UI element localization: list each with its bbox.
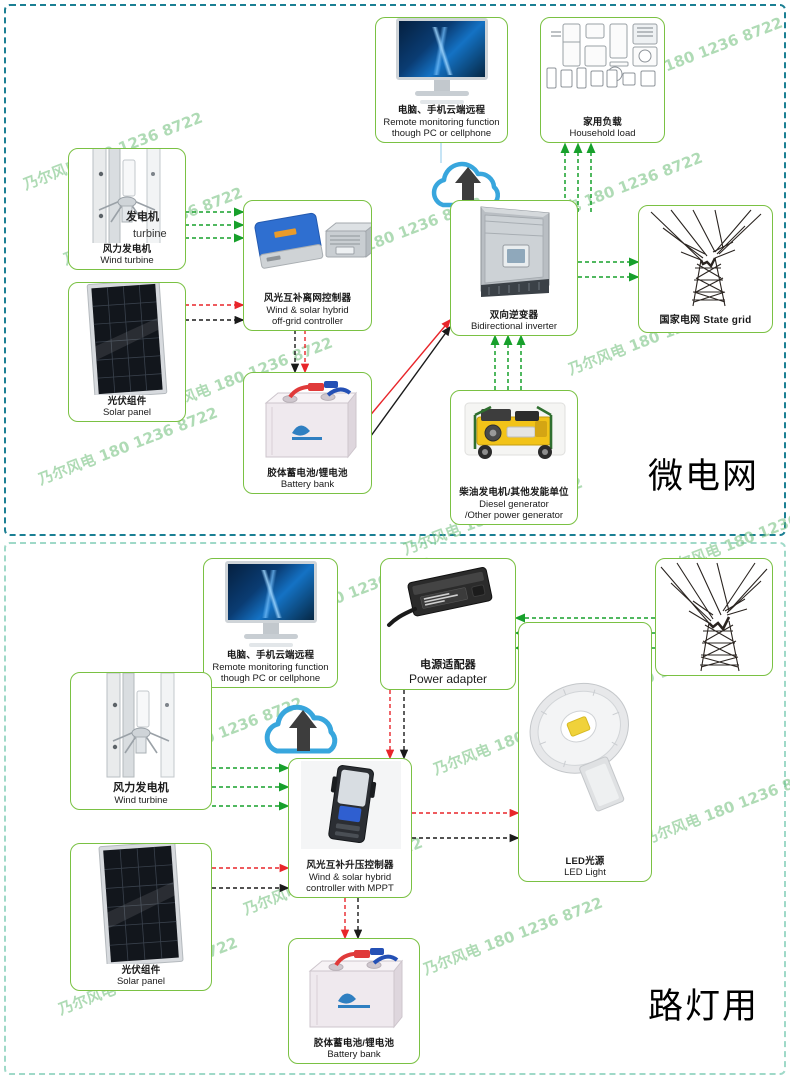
caption-en: Solar panel [102,406,152,418]
caption-cn: 风光互补离网控制器 [263,293,352,305]
caption-en: Household load [569,127,636,139]
caption-cn: 胶体蓄电池/锂电池 [313,1037,395,1049]
node-caption: 电脑、手机云端远程 Remote monitoring function tho… [204,649,337,687]
caption-cn: 光伏组件 [121,964,161,976]
caption-en-2: controller with MPPT [306,882,394,894]
diesel-generator-icon [451,391,577,486]
home-appliances-icon [541,18,664,116]
node-solar-panel-top[interactable]: 光伏组件 Solar panel [68,282,186,422]
node-caption: 胶体蓄电池/锂电池 Battery bank [289,1037,419,1063]
node-caption: 光伏组件 Solar panel [69,395,185,421]
node-caption: 双向逆变器 Bidirectional inverter [451,309,577,335]
node-caption: 电脑、手机云端远程 Remote monitoring function tho… [376,104,507,142]
node-caption: 风力发电机 Wind turbine [69,243,185,269]
solar-panel-icon [69,283,185,395]
transmission-tower-icon [656,559,772,675]
hybrid-controller-icon [244,201,371,292]
caption-cn: 电脑、手机云端远程 [226,650,315,662]
mppt-controller-icon [289,759,411,859]
caption-en-2: though PC or cellphone [391,127,492,139]
caption-en-2: /Other power generator [464,509,564,521]
caption-en-1: Wind & solar hybrid [308,871,392,883]
node-caption: 风力发电机 Wind turbine [71,781,211,809]
vertical-axis-wind-turbine-icon [69,149,185,243]
node-caption: 胶体蓄电池/锂电池 Battery bank [244,467,371,493]
node-solar-panel-bottom[interactable]: 光伏组件 Solar panel [70,843,212,991]
solar-panel-icon [71,844,211,964]
caption-en: Power adapter [408,671,488,686]
caption-en: Battery bank [327,1048,381,1060]
node-household-load[interactable]: 家用负载 Household load [540,17,665,143]
caption-cn: 风力发电机 [102,243,152,255]
node-battery-bank-top[interactable]: 胶体蓄电池/锂电池 Battery bank [243,372,372,494]
node-caption: 光伏组件 Solar panel [71,964,211,990]
caption-en: Bidirectional inverter [470,320,558,332]
bidirectional-inverter-icon [451,201,577,309]
caption-cn: 双向逆变器 [489,309,539,321]
node-wind-turbine-top[interactable]: 风力发电机 Wind turbine [68,148,186,270]
caption-cn: 风力发电机 [113,781,169,794]
node-offgrid-controller[interactable]: 风光互补离网控制器 Wind & solar hybrid off-grid c… [243,200,372,331]
section-title-microgrid: 微电网 [648,457,760,497]
node-caption: 国家电网 State grid [639,309,772,332]
node-state-grid-top[interactable]: 国家电网 State grid [638,205,773,333]
node-battery-bank-bottom[interactable]: 胶体蓄电池/锂电池 Battery bank [288,938,420,1064]
caption-en-1: Remote monitoring function [383,116,500,128]
battery-bank-icon [244,373,371,467]
node-remote-monitoring-bottom[interactable]: 电脑、手机云端远程 Remote monitoring function tho… [203,558,338,688]
desktop-monitor-icon [204,559,337,649]
overlay-label-generator-cn: 发电机 [126,211,159,223]
node-caption: 电源适配器 Power adapter [381,658,515,689]
caption-en: LED Light [564,866,606,878]
caption-cn: 风光互补升压控制器 [306,860,394,872]
overlay-label-generator-en: turbine [133,228,167,240]
caption-en-1: Remote monitoring function [212,661,329,673]
node-bidirectional-inverter[interactable]: 双向逆变器 Bidirectional inverter [450,200,578,336]
caption-en: Battery bank [280,478,335,490]
node-remote-monitoring-top[interactable]: 电脑、手机云端远程 Remote monitoring function tho… [375,17,508,143]
node-caption: 柴油发电机/其他发能单位 Diesel generator /Other pow… [451,486,577,524]
node-state-grid-bottom[interactable] [655,558,773,676]
node-caption: 家用负载 Household load [541,116,664,142]
caption-en-2: off-grid controller [271,315,344,327]
caption-cn: 胶体蓄电池/锂电池 [267,467,348,479]
node-caption: 风光互补升压控制器 Wind & solar hybrid controller… [289,859,411,897]
battery-bank-icon [289,939,419,1037]
cloud-upload-icon-bottom [258,698,348,764]
caption-cn: 家用负载 [583,116,622,128]
node-caption: LED光源 LED Light [519,855,651,881]
node-caption: 风光互补离网控制器 Wind & solar hybrid off-grid c… [244,292,371,330]
desktop-monitor-icon [376,18,507,105]
caption-cn: 光伏组件 [107,395,147,407]
caption-en: Wind turbine [114,794,168,806]
caption-cn: 柴油发电机/其他发能单位 [459,487,569,499]
vertical-axis-wind-turbine-icon [71,673,211,781]
caption-cn: 电脑、手机云端远程 [397,105,486,117]
caption-cn-en: 国家电网 State grid [659,315,752,327]
caption-en: Solar panel [116,975,166,987]
caption-en-1: Wind & solar hybrid [266,304,349,316]
led-street-light-icon [519,623,651,855]
node-diesel-generator[interactable]: 柴油发电机/其他发能单位 Diesel generator /Other pow… [450,390,578,525]
power-adapter-icon [381,559,515,658]
caption-en-2: though PC or cellphone [220,672,321,684]
transmission-tower-icon [639,206,772,309]
section-title-streetlight: 路灯用 [648,987,760,1027]
caption-cn: LED光源 [565,855,605,867]
caption-en: Wind turbine [100,254,154,266]
node-wind-turbine-bottom[interactable]: 风力发电机 Wind turbine [70,672,212,810]
node-led-light[interactable]: LED光源 LED Light [518,622,652,882]
caption-en-1: Diesel generator [479,498,549,510]
caption-cn: 电源适配器 [420,658,476,671]
node-power-adapter[interactable]: 电源适配器 Power adapter [380,558,516,690]
cloud-upload-icon-top [425,155,511,217]
node-mppt-controller[interactable]: 风光互补升压控制器 Wind & solar hybrid controller… [288,758,412,898]
